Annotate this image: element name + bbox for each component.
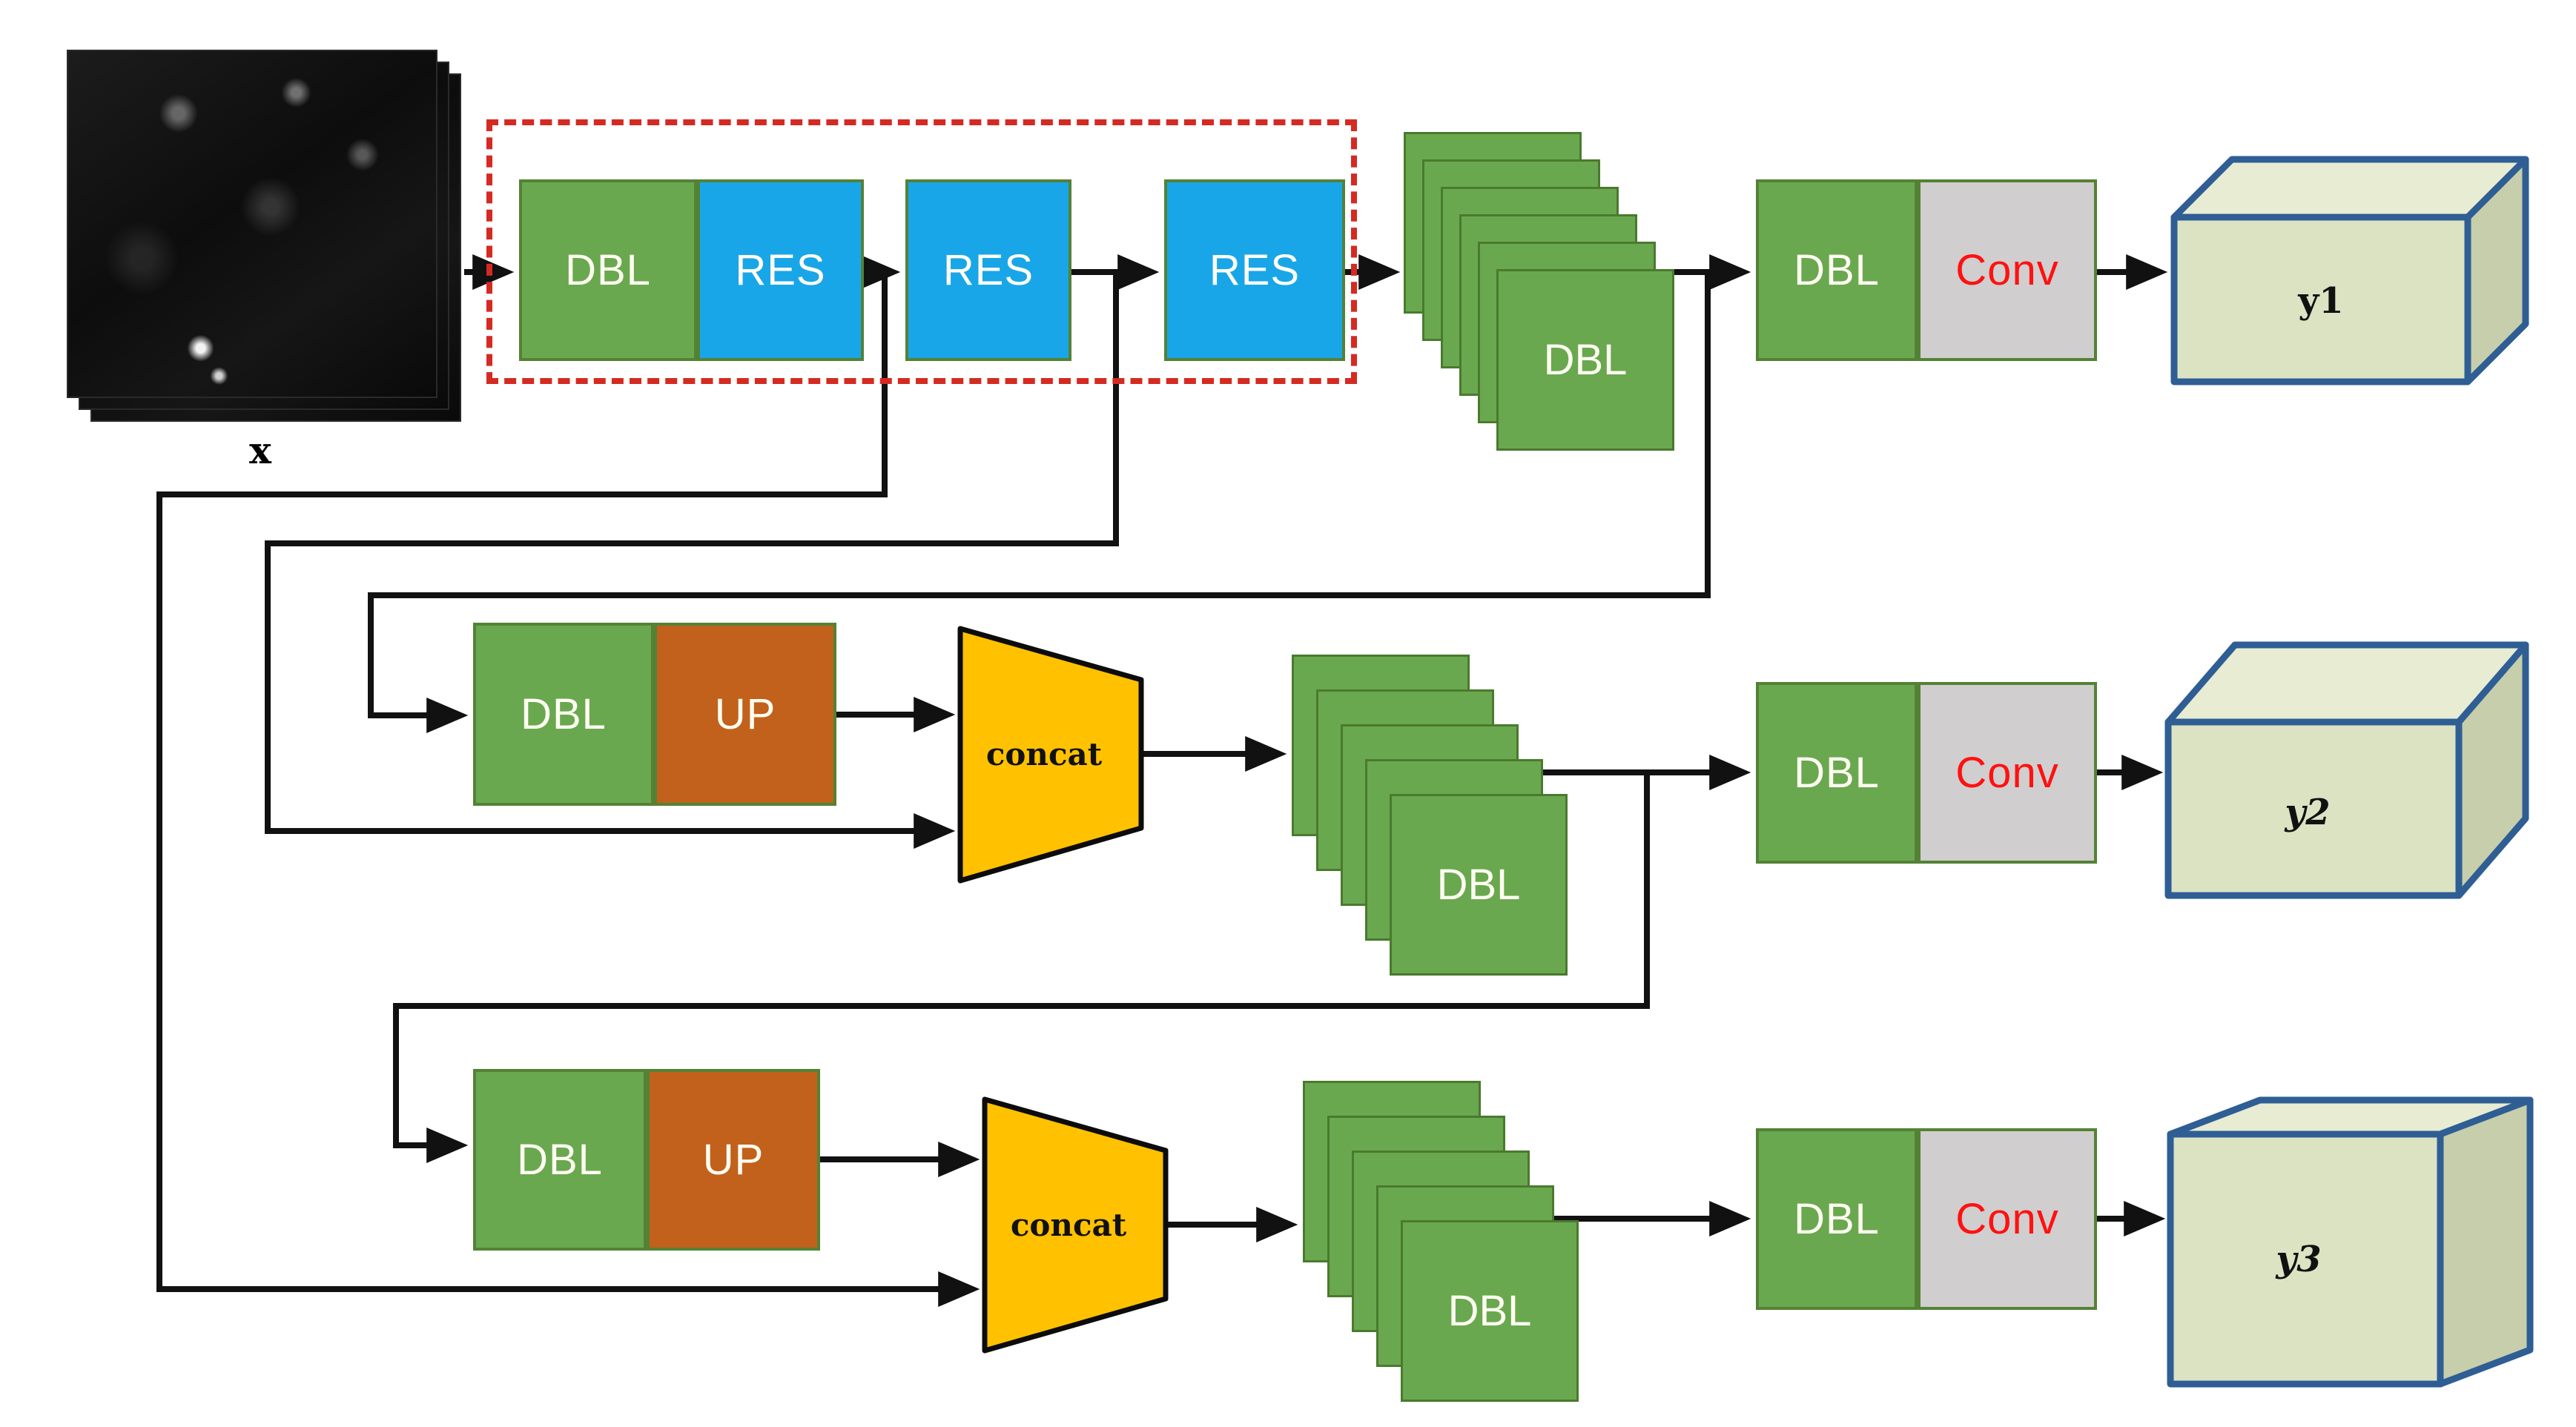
- input-image: [67, 50, 437, 398]
- wire-stack1-branch-to-dblup2: [368, 272, 1711, 733]
- output-cube-y2: y2: [2164, 641, 2529, 899]
- res-block-3: RES: [1164, 179, 1345, 361]
- concat-label-2: concat: [986, 736, 1103, 772]
- res-block-2: RES: [905, 179, 1071, 361]
- concat-label-3: concat: [1011, 1207, 1127, 1243]
- wire-stack2-branch-to-dblup3: [393, 772, 1650, 1163]
- output-cube-y1: y1: [2170, 156, 2529, 385]
- input-label: x: [249, 428, 271, 472]
- output-cube-y3: y3: [2167, 1096, 2534, 1388]
- concat-block-3: [982, 1096, 1169, 1354]
- conv-block-head1: Conv: [1918, 179, 2097, 361]
- dbl-block-head1: DBL: [1756, 179, 1918, 361]
- dbl-stack2-front: DBL: [1390, 794, 1568, 976]
- dbl-block-head3: DBL: [1756, 1128, 1918, 1310]
- y2-label: y2: [2284, 792, 2330, 833]
- conv-block-head2: Conv: [1918, 682, 2097, 864]
- wire-res2-branch-to-concat2: [265, 272, 1119, 849]
- dbl-stack3-front: DBL: [1401, 1220, 1579, 1402]
- dbl-block-up3: DBL: [473, 1069, 647, 1251]
- wire-res1-branch-to-concat3: [156, 272, 980, 1307]
- y3-label: y3: [2275, 1239, 2321, 1280]
- dbl-block-head2: DBL: [1756, 682, 1918, 864]
- res-block-1: RES: [697, 179, 864, 361]
- backbone-dashed-box: [486, 119, 1357, 384]
- dbl-block-up2: DBL: [473, 623, 654, 806]
- up-block-2: UP: [654, 623, 836, 806]
- dbl-block-backbone: DBL: [519, 179, 697, 361]
- conv-block-head3: Conv: [1918, 1128, 2097, 1310]
- up-block-3: UP: [647, 1069, 820, 1251]
- y1-label: y1: [2297, 280, 2343, 322]
- dbl-stack1-front: DBL: [1496, 269, 1674, 451]
- concat-block-2: [957, 626, 1144, 884]
